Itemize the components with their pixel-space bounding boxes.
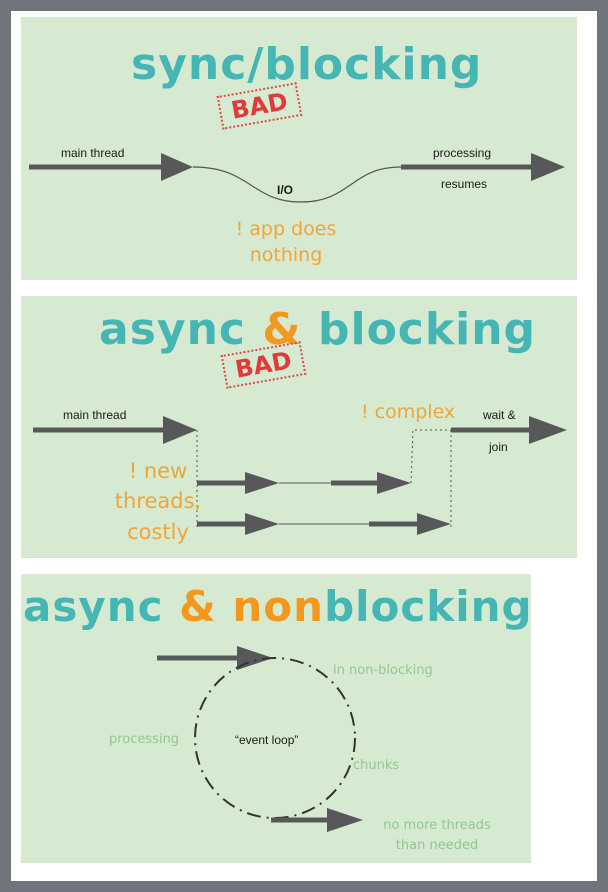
- note-app-does-nothing: ! app does nothing: [221, 217, 351, 268]
- label-main-thread: main thread: [63, 408, 127, 422]
- title-word-blocking: blocking: [324, 582, 533, 631]
- title-word-non: non: [232, 582, 325, 631]
- panel-async-nonblocking: async & nonblocking “event loop” in non-…: [21, 574, 533, 863]
- note-chunks: chunks: [353, 758, 400, 773]
- async-blocking-diagram: [33, 416, 567, 535]
- title-sync-blocking: sync/blocking: [131, 39, 483, 90]
- label-wait: wait &: [483, 408, 516, 422]
- title-ampersand: &: [179, 582, 217, 631]
- panel-async-blocking: async & blocking BAD main thread wait & …: [21, 296, 577, 558]
- note-no-more-threads: no more threads than needed: [373, 816, 501, 855]
- title-async-nonblocking: async & nonblocking: [23, 582, 533, 631]
- note-line: costly: [127, 519, 189, 544]
- title-async-blocking: async & blocking: [99, 304, 536, 355]
- label-resumes: resumes: [441, 177, 488, 191]
- note-line: nothing: [249, 243, 323, 266]
- note-processing: processing: [109, 732, 180, 747]
- title-ampersand: &: [262, 304, 302, 355]
- title-word: async: [99, 304, 263, 355]
- event-loop-diagram: [157, 646, 363, 832]
- label-main-thread: main thread: [61, 146, 125, 160]
- title-word: async: [23, 582, 180, 631]
- label-io: I/O: [277, 183, 294, 197]
- note-line: ! new: [128, 459, 188, 483]
- note-complex: ! complex: [361, 401, 456, 423]
- note-line: than needed: [395, 837, 479, 853]
- label-event-loop: “event loop”: [235, 733, 299, 747]
- note-line: no more threads: [383, 818, 491, 833]
- label-join: join: [489, 440, 508, 454]
- sync-diagram: [29, 153, 565, 203]
- note-in-non-blocking: in non-blocking: [333, 663, 433, 678]
- label-processing: processing: [433, 146, 492, 160]
- panel-sync-blocking: sync/blocking BAD main thread I/O proces…: [21, 17, 577, 280]
- note-new-threads: ! new threads, costly: [103, 456, 213, 547]
- note-line: threads,: [114, 489, 202, 514]
- note-line: ! app does: [235, 218, 337, 240]
- title-word: blocking: [301, 304, 537, 355]
